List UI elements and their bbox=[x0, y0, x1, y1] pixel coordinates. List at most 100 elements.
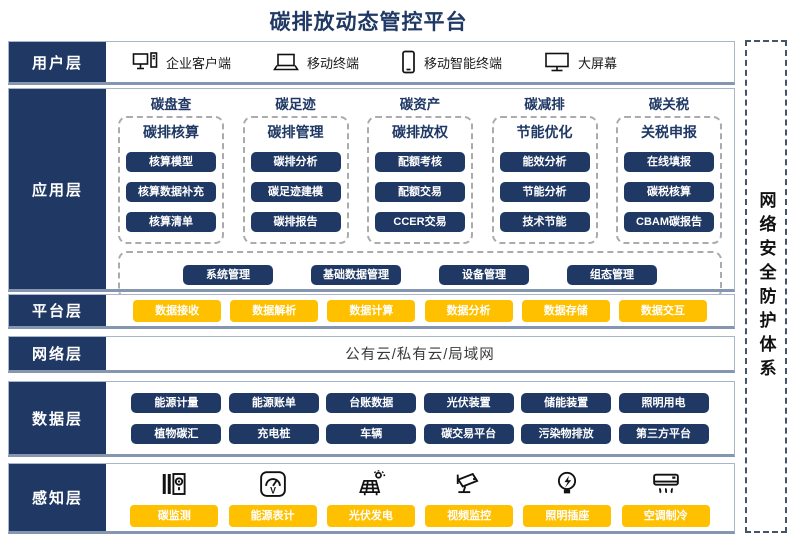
network-security-label: 网络安全防护体系 bbox=[756, 190, 776, 383]
data-item-button: 照明用电 bbox=[618, 392, 709, 413]
big-screen-icon bbox=[544, 51, 570, 73]
band-platform-layer: 平台层 数据接收 数据解析 数据计算 数据分析 数据存储 数据交互 bbox=[8, 294, 735, 329]
user-item-smart-mobile: 移动智能终端 bbox=[401, 50, 502, 74]
solar-power-icon bbox=[356, 469, 386, 499]
user-item-label: 企业客户端 bbox=[166, 55, 232, 71]
user-item-big-screen: 大屏幕 bbox=[544, 51, 617, 73]
app-item-button: 核算模型 bbox=[126, 152, 216, 172]
page-title: 碳排放动态管控平台 bbox=[269, 11, 468, 34]
app-column-subheader: 关税申报 bbox=[641, 124, 697, 140]
band-application-layer: 应用层 碳盘查 碳排核算 核算模型 核算数据补充 核算清单 碳足迹 bbox=[8, 88, 735, 299]
perception-item-label: 视频监控 bbox=[425, 504, 514, 527]
perception-item-label: 空调制冷 bbox=[621, 504, 710, 527]
app-item-button: 在线填报 bbox=[624, 152, 714, 172]
band-user-layer: 用户层 企业客户端 bbox=[8, 41, 735, 85]
app-item-button: CBAM碳报告 bbox=[624, 212, 714, 232]
perception-item-label: 光伏发电 bbox=[326, 504, 415, 527]
laptop-icon bbox=[273, 51, 299, 73]
user-item-label: 移动智能终端 bbox=[424, 55, 503, 71]
app-column-header: 碳盘查 bbox=[150, 97, 192, 112]
app-item-button: 核算数据补充 bbox=[126, 182, 216, 202]
perception-item-label: 照明插座 bbox=[523, 504, 612, 527]
app-column-box: 关税申报 在线填报 碳税核算 CBAM碳报告 bbox=[616, 116, 722, 244]
data-item-button: 车辆 bbox=[326, 423, 417, 444]
user-item-enterprise-client: 企业客户端 bbox=[132, 51, 231, 73]
network-content: 公有云/私有云/局域网 bbox=[345, 347, 495, 363]
network-security-box: 网络安全防护体系 bbox=[745, 40, 787, 533]
app-column-subheader: 碳排管理 bbox=[267, 124, 324, 140]
platform-item-button: 数据分析 bbox=[424, 299, 513, 322]
data-item-button: 能源账单 bbox=[228, 392, 319, 413]
data-item-button: 植物碳汇 bbox=[131, 423, 222, 444]
app-column-carbon-reduction: 碳减排 节能优化 能效分析 节能分析 技术节能 bbox=[491, 92, 598, 244]
user-item-mobile-terminal: 移动终端 bbox=[273, 51, 359, 73]
app-column-box: 节能优化 能效分析 节能分析 技术节能 bbox=[491, 116, 598, 244]
cctv-icon bbox=[454, 469, 484, 499]
perception-item-ac: 空调制冷 bbox=[621, 469, 710, 527]
app-item-button: CCER交易 bbox=[375, 212, 465, 232]
light-socket-icon bbox=[552, 469, 582, 499]
app-item-button: 核算清单 bbox=[126, 212, 216, 232]
app-column-carbon-inventory: 碳盘查 碳排核算 核算模型 核算数据补充 核算清单 bbox=[118, 92, 224, 244]
platform-layer-label: 平台层 bbox=[9, 295, 106, 326]
smartphone-icon bbox=[401, 50, 416, 74]
air-conditioner-icon bbox=[651, 469, 681, 499]
app-column-carbon-asset: 碳资产 碳排放权 配额考核 配额交易 CCER交易 bbox=[367, 92, 473, 244]
platform-item-button: 数据存储 bbox=[521, 299, 610, 322]
app-common-button: 系统管理 bbox=[183, 265, 273, 285]
platform-item-button: 数据计算 bbox=[327, 299, 416, 322]
app-item-button: 配额交易 bbox=[375, 182, 465, 202]
perception-item-solar: 光伏发电 bbox=[326, 469, 415, 527]
app-column-header: 碳资产 bbox=[399, 97, 441, 112]
platform-item-button: 数据解析 bbox=[230, 299, 319, 322]
app-common-box: 系统管理 基础数据管理 设备管理 组态管理 bbox=[118, 251, 722, 299]
data-item-button: 台账数据 bbox=[326, 392, 417, 413]
data-item-button: 光伏装置 bbox=[423, 392, 514, 413]
perception-item-label: 碳监测 bbox=[130, 504, 219, 527]
data-item-button: 能源计量 bbox=[131, 392, 222, 413]
app-common-button: 设备管理 bbox=[439, 265, 529, 285]
application-layer-label: 应用层 bbox=[9, 89, 106, 289]
platform-item-button: 数据接收 bbox=[133, 299, 222, 322]
app-item-button: 能效分析 bbox=[499, 152, 590, 172]
perception-item-energy-meter: V 能源表计 bbox=[228, 469, 317, 527]
perception-layer-label: 感知层 bbox=[9, 464, 106, 531]
user-item-label: 大屏幕 bbox=[578, 55, 618, 71]
app-column-carbon-tariff: 碳关税 关税申报 在线填报 碳税核算 CBAM碳报告 bbox=[616, 92, 722, 244]
band-network-layer: 网络层 公有云/私有云/局域网 bbox=[8, 336, 735, 373]
platform-item-button: 数据交互 bbox=[618, 299, 707, 322]
svg-text:V: V bbox=[270, 485, 276, 495]
data-item-button: 储能装置 bbox=[521, 392, 612, 413]
app-column-header: 碳减排 bbox=[524, 97, 565, 112]
perception-item-cctv: 视频监控 bbox=[425, 469, 514, 527]
network-layer-label: 网络层 bbox=[9, 337, 106, 370]
data-item-button: 碳交易平台 bbox=[423, 423, 514, 444]
app-column-box: 碳排放权 配额考核 配额交易 CCER交易 bbox=[367, 116, 473, 244]
perception-item-carbon-monitor: 碳监测 bbox=[130, 469, 219, 527]
band-data-layer: 数据层 能源计量 能源账单 台账数据 光伏装置 储能装置 照明用电 植物碳汇 充… bbox=[8, 381, 735, 457]
data-item-button: 充电桩 bbox=[228, 423, 319, 444]
app-item-button: 节能分析 bbox=[499, 182, 590, 202]
app-column-carbon-footprint: 碳足迹 碳排管理 碳排分析 碳足迹建模 碳排报告 bbox=[242, 92, 349, 244]
data-item-button: 第三方平台 bbox=[618, 423, 709, 444]
app-column-subheader: 碳排核算 bbox=[143, 124, 199, 140]
app-column-header: 碳足迹 bbox=[275, 97, 316, 112]
carbon-monitor-icon bbox=[159, 469, 189, 499]
band-perception-layer: 感知层 碳监测 bbox=[8, 463, 735, 534]
desktop-pc-icon bbox=[132, 51, 158, 73]
perception-item-lighting: 照明插座 bbox=[523, 469, 612, 527]
user-layer-label: 用户层 bbox=[9, 42, 106, 82]
app-item-button: 碳足迹建模 bbox=[250, 182, 341, 202]
data-layer-label: 数据层 bbox=[9, 382, 106, 454]
data-item-button: 污染物排放 bbox=[521, 423, 612, 444]
app-common-button: 基础数据管理 bbox=[311, 265, 401, 285]
energy-meter-icon: V bbox=[258, 469, 288, 499]
user-item-label: 移动终端 bbox=[307, 55, 360, 71]
app-item-button: 技术节能 bbox=[499, 212, 590, 232]
app-item-button: 配额考核 bbox=[375, 152, 465, 172]
app-common-button: 组态管理 bbox=[567, 265, 657, 285]
app-item-button: 碳排报告 bbox=[250, 212, 341, 232]
app-column-header: 碳关税 bbox=[648, 97, 690, 112]
app-column-subheader: 碳排放权 bbox=[392, 124, 448, 140]
